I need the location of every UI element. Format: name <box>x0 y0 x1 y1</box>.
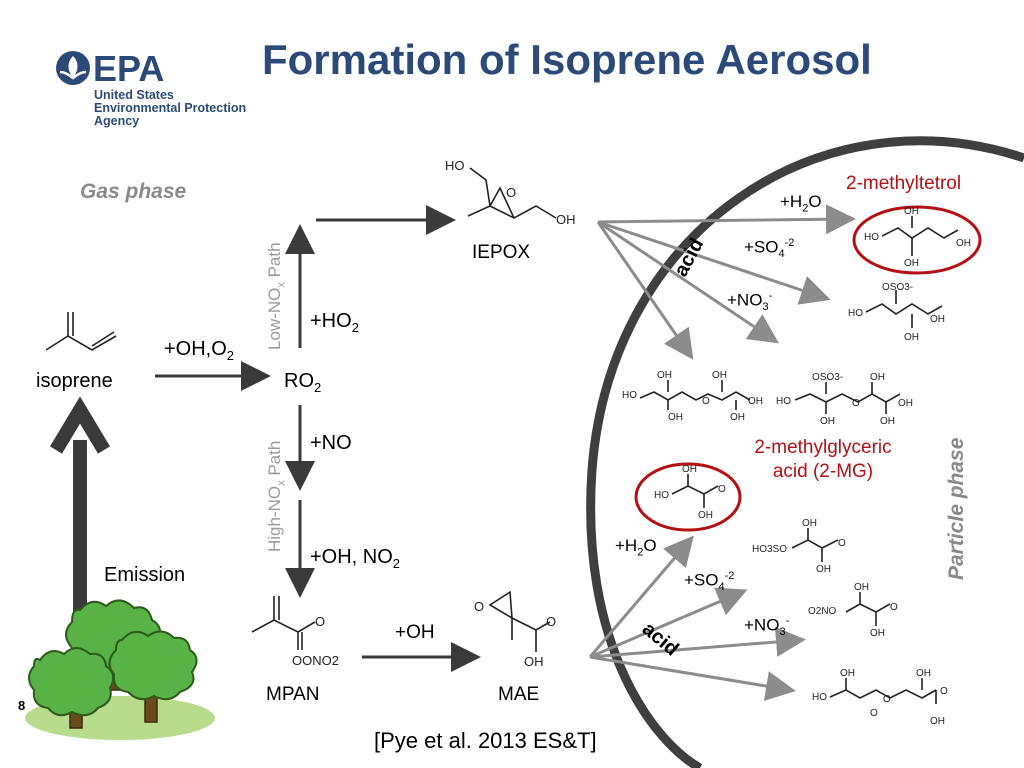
epa-agency-name: United States Environmental Protection A… <box>94 88 247 128</box>
organosulfate-structure <box>865 290 943 328</box>
oh-o2-label: +OH,O2 <box>164 338 235 363</box>
mpan-label: MPAN <box>266 684 320 705</box>
mae-structure <box>488 590 551 652</box>
mgn-o: O <box>890 602 898 613</box>
mae-o2: O <box>546 614 556 629</box>
mg-sulfate-structure <box>791 528 839 562</box>
iepox-fan-arrows <box>596 204 856 360</box>
mae-oh: OH <box>524 654 544 669</box>
d2-oh4: OH <box>898 398 913 409</box>
d2-o: O <box>852 398 860 409</box>
gas-phase-label: Gas phase <box>80 180 187 203</box>
d1-o: O <box>702 396 710 407</box>
upper-h2o-label: +H2O <box>780 192 822 215</box>
upper-no3-label: +NO3- <box>727 290 773 314</box>
d1-ho: HO <box>622 390 637 401</box>
d2-oh3: OH <box>880 416 895 427</box>
epa-mark: EPA <box>93 48 164 88</box>
mae-o: O <box>474 599 484 614</box>
high-nox-path-label: High-NOx Path <box>265 440 288 552</box>
mgn-oh-bottom: OH <box>870 628 885 639</box>
lower-so4-label: +SO4-2 <box>684 570 735 594</box>
mgd-o2: O <box>883 694 891 705</box>
isoprene-structure <box>45 312 117 351</box>
mg-o: O <box>718 484 726 495</box>
mg-dimer-structure <box>829 678 937 704</box>
page-title: Formation of Isoprene Aerosol <box>262 36 872 83</box>
mgn-oh-top: OH <box>854 582 869 593</box>
methyltetrol-structure <box>881 216 959 256</box>
mgs-ho3so: HO3SO <box>752 544 787 555</box>
mt-oh-top: OH <box>904 206 919 217</box>
d1-oh5: OH <box>748 396 763 407</box>
epa-logo: EPA <box>55 48 185 93</box>
d2-oh2: OH <box>870 372 885 383</box>
mg-label: 2-methylglyceric acid (2-MG) <box>754 437 892 482</box>
mpan-o: O <box>315 614 325 629</box>
iepox-label: IEPOX <box>472 242 531 263</box>
mg-oh-bottom: OH <box>698 510 713 521</box>
d2-oso3: OSO3- <box>812 372 843 383</box>
trees-illustration <box>25 599 215 740</box>
methyltetrol-highlight <box>852 205 982 275</box>
mt-oh-right: OH <box>956 238 971 249</box>
lower-no3-label: +NO3- <box>744 615 790 639</box>
citation: [Pye et al. 2013 ES&T] <box>374 728 597 753</box>
isoprene-label: isoprene <box>36 370 113 392</box>
mgs-oh-top: OH <box>802 518 817 529</box>
oh-no2-label: +OH, NO2 <box>310 546 401 571</box>
mgd-oh2: OH <box>916 668 931 679</box>
mgd-ho: HO <box>812 692 827 703</box>
no-label: +NO <box>310 432 352 454</box>
os-oh-bottom: OH <box>904 332 919 343</box>
iepox-oh: OH <box>556 212 576 227</box>
slide-number: 8 <box>18 698 26 713</box>
mt-ho: HO <box>864 232 879 243</box>
oh-label: +OH <box>395 622 435 643</box>
iepox-structure <box>467 167 557 219</box>
lower-h2o-label: +H2O <box>615 536 657 559</box>
d2-ho: HO <box>776 396 791 407</box>
emission-label: Emission <box>104 564 186 586</box>
mgd-oh3: OH <box>930 716 945 727</box>
d1-oh3: OH <box>712 370 727 381</box>
mgd-o3: O <box>940 686 948 697</box>
mgs-o: O <box>838 538 846 549</box>
upper-so4-label: +SO4-2 <box>744 237 795 261</box>
mg-nitrate-structure <box>845 592 891 626</box>
d2-oh1: OH <box>820 416 835 427</box>
particle-phase-label: Particle phase <box>945 437 968 580</box>
iepox-ho: HO <box>445 158 465 173</box>
low-nox-path-label: Low-NOx Path <box>265 242 288 350</box>
os-oso3: OSO3- <box>882 282 913 293</box>
d1-oh2: OH <box>668 412 683 423</box>
ro2-label: RO2 <box>284 370 322 395</box>
iepox-o: O <box>506 185 516 200</box>
mgd-o1: O <box>870 708 878 719</box>
mgs-oh-bottom: OH <box>816 564 831 575</box>
mgn-o2no: O2NO <box>808 606 837 617</box>
d1-oh1: OH <box>657 370 672 381</box>
os-oh-right: OH <box>930 314 945 325</box>
mg-oh-top: OH <box>682 464 697 475</box>
mae-label: MAE <box>498 684 540 705</box>
mg-ho: HO <box>654 490 669 501</box>
mae-fan-arrows <box>588 535 806 701</box>
dimer-structure-1 <box>639 380 751 410</box>
methyltetrol-label: 2-methyltetrol <box>846 173 962 194</box>
ho2-label: +HO2 <box>310 310 359 335</box>
mgd-oh1: OH <box>840 668 855 679</box>
dimer-structure-2 <box>794 382 901 414</box>
mg-structure <box>671 474 719 508</box>
d1-oh4: OH <box>730 412 745 423</box>
mpan-oono2: OONO2 <box>292 653 339 668</box>
mg-highlight <box>634 462 742 532</box>
os-ho: HO <box>848 308 863 319</box>
epa-flower-icon <box>56 51 90 85</box>
mt-oh-bottom: OH <box>904 258 919 269</box>
particle-phase-boundary <box>586 136 1024 768</box>
mpan-structure <box>251 596 316 650</box>
